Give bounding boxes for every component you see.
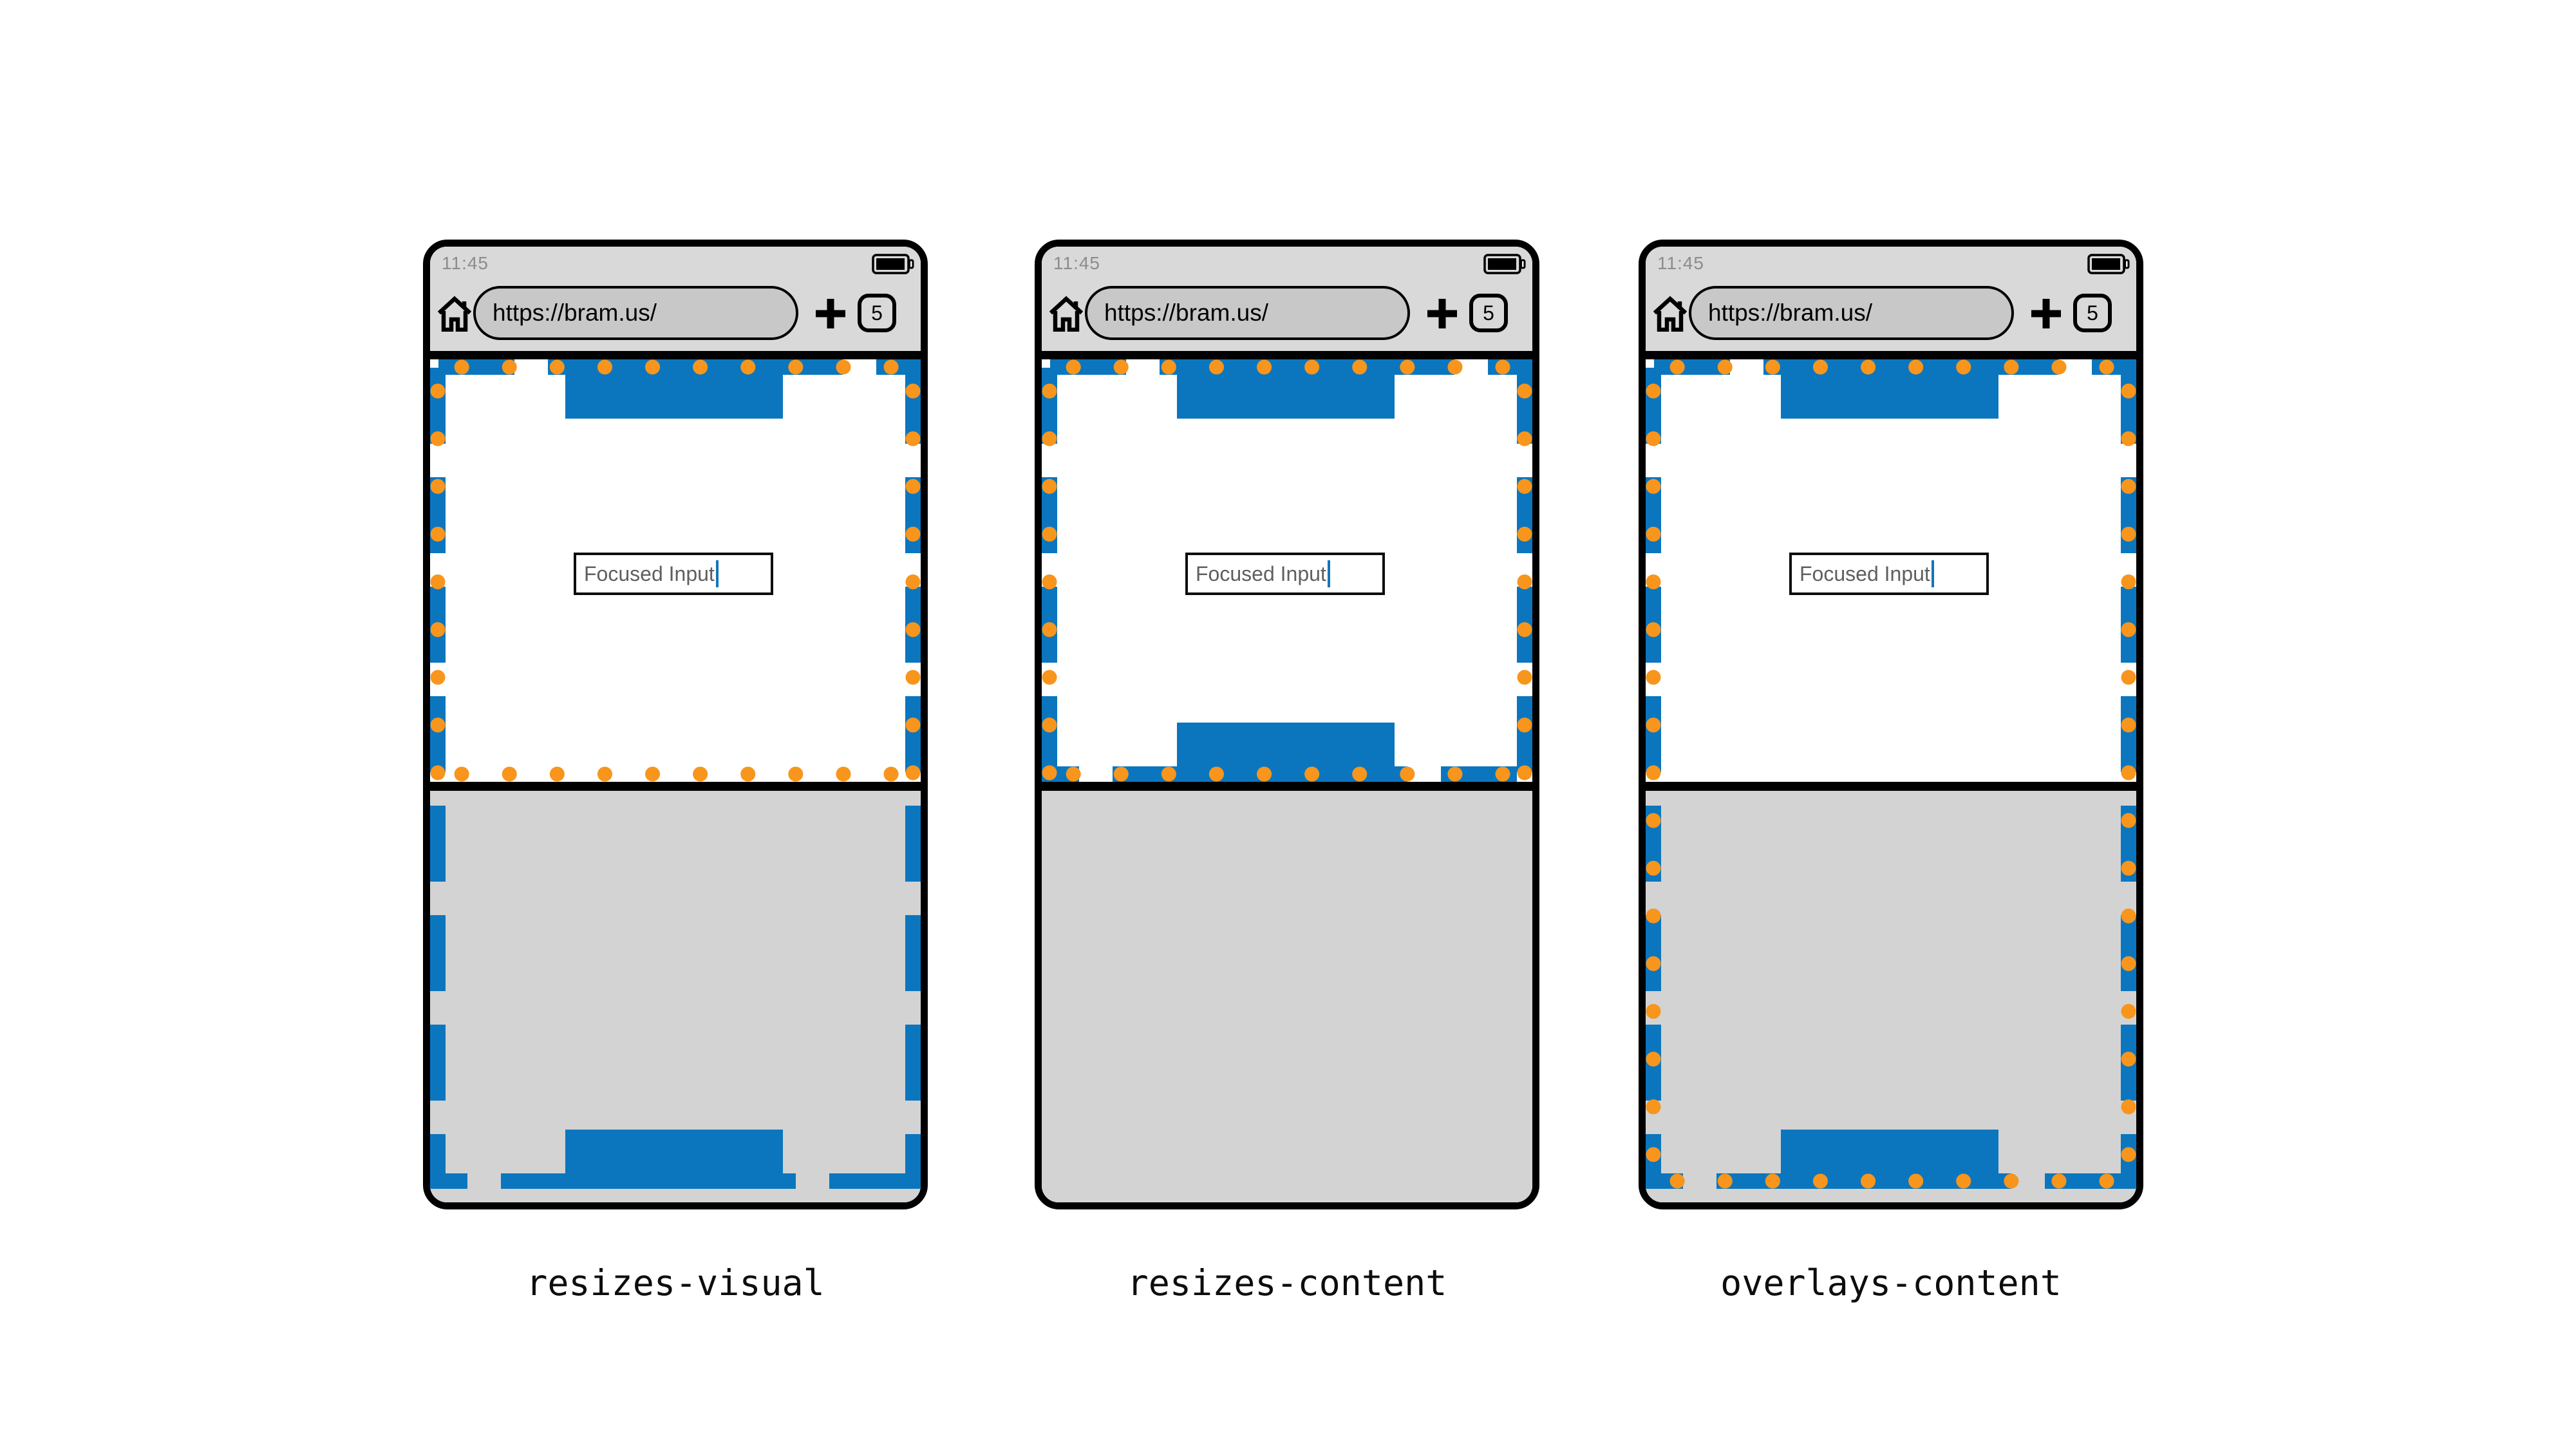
url-text: https://bram.us/ bbox=[1708, 299, 1872, 326]
new-tab-icon[interactable] bbox=[1425, 296, 1460, 331]
phone-screen: 11:45 https://bram.us/ bbox=[1042, 247, 1532, 1202]
battery-icon bbox=[1483, 254, 1526, 274]
browser-chrome: 11:45 https://bram.us/ bbox=[1042, 247, 1532, 359]
viewport-overlay-graphic bbox=[430, 359, 921, 1202]
focused-input[interactable]: Focused Input bbox=[1789, 553, 1989, 595]
home-icon[interactable] bbox=[1653, 296, 1687, 332]
status-time: 11:45 bbox=[1657, 253, 1704, 273]
phone-resizes-content: 11:45 https://bram.us/ bbox=[1035, 240, 1539, 1209]
url-bar[interactable]: https://bram.us/ bbox=[473, 286, 798, 340]
new-tab-icon[interactable] bbox=[813, 296, 848, 331]
label-resizes-content: resizes-content bbox=[1127, 1262, 1447, 1303]
phone-screen: 11:45 https://bram.us/ bbox=[1646, 247, 2136, 1202]
tab-count-value: 5 bbox=[2087, 301, 2098, 325]
phone-resizes-visual: 11:45 https://bram.us/ bbox=[423, 240, 928, 1209]
status-time: 11:45 bbox=[1053, 253, 1100, 273]
input-value: Focused Input bbox=[1800, 562, 1930, 585]
label-overlays-content: overlays-content bbox=[1720, 1262, 2062, 1303]
tab-counter[interactable]: 5 bbox=[1469, 294, 1508, 332]
battery-icon bbox=[2087, 254, 2130, 274]
text-caret bbox=[1931, 560, 1934, 587]
page-content: Focused Input bbox=[430, 359, 921, 1202]
input-value: Focused Input bbox=[1196, 562, 1326, 585]
viewport-overlay-graphic bbox=[1646, 359, 2136, 1202]
text-caret bbox=[1327, 560, 1330, 587]
phone-screen: 11:45 https://bram.us/ bbox=[430, 247, 921, 1202]
tab-counter[interactable]: 5 bbox=[2073, 294, 2112, 332]
text-caret bbox=[715, 560, 719, 587]
focused-input[interactable]: Focused Input bbox=[1185, 553, 1385, 595]
phone-overlays-content: 11:45 https://bram.us/ bbox=[1639, 240, 2143, 1209]
home-icon[interactable] bbox=[1049, 296, 1083, 332]
new-tab-icon[interactable] bbox=[2029, 296, 2064, 331]
tab-count-value: 5 bbox=[871, 301, 883, 325]
label-resizes-visual: resizes-visual bbox=[526, 1262, 825, 1303]
browser-chrome: 11:45 https://bram.us/ bbox=[430, 247, 921, 359]
url-text: https://bram.us/ bbox=[1104, 299, 1268, 326]
tab-counter[interactable]: 5 bbox=[858, 294, 896, 332]
page-content: Focused Input bbox=[1042, 359, 1532, 1202]
battery-icon bbox=[872, 254, 914, 274]
viewport-overlay-graphic bbox=[1042, 359, 1532, 1202]
tab-count-value: 5 bbox=[1483, 301, 1494, 325]
browser-chrome: 11:45 https://bram.us/ bbox=[1646, 247, 2136, 359]
home-icon[interactable] bbox=[438, 296, 471, 332]
focused-input[interactable]: Focused Input bbox=[574, 553, 773, 595]
url-text: https://bram.us/ bbox=[493, 299, 657, 326]
page-content: Focused Input bbox=[1646, 359, 2136, 1202]
url-bar[interactable]: https://bram.us/ bbox=[1689, 286, 2014, 340]
input-value: Focused Input bbox=[584, 562, 715, 585]
status-time: 11:45 bbox=[442, 253, 489, 273]
url-bar[interactable]: https://bram.us/ bbox=[1085, 286, 1410, 340]
